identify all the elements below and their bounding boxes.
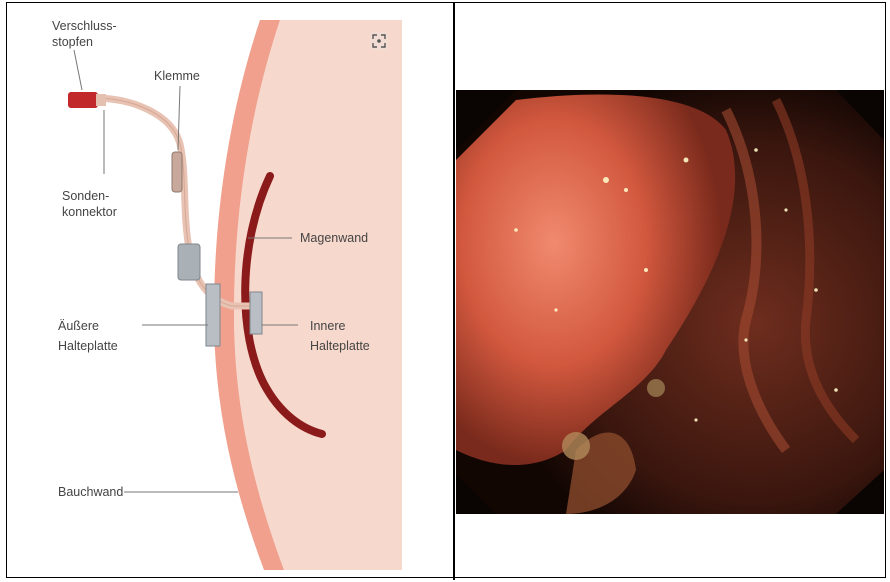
label-magenwand: Magenwand (300, 231, 368, 245)
connector-housing (178, 244, 200, 280)
label-innere-1: Innere (310, 319, 345, 333)
expand-icon[interactable] (370, 32, 388, 50)
label-sonden-2: konnektor (62, 205, 117, 219)
closure-plug (68, 92, 98, 108)
peg-diagram: Verschluss- stopfen Klemme Sonden- konne… (12, 14, 424, 570)
endoscopic-photo (456, 90, 884, 514)
label-sonden-1: Sonden- (62, 189, 109, 203)
label-bauchwand: Bauchwand (58, 485, 123, 499)
label-verschluss-2: stopfen (52, 35, 93, 49)
clamp (172, 152, 182, 192)
label-innere-2: Halteplatte (310, 339, 370, 353)
label-aeussere-2: Halteplatte (58, 339, 118, 353)
column-divider (453, 2, 455, 580)
label-aeussere-1: Äußere (58, 319, 99, 333)
label-verschluss-1: Verschluss- (52, 19, 117, 33)
outer-plate (206, 284, 220, 346)
label-klemme: Klemme (154, 69, 200, 83)
inner-plate (250, 292, 262, 334)
